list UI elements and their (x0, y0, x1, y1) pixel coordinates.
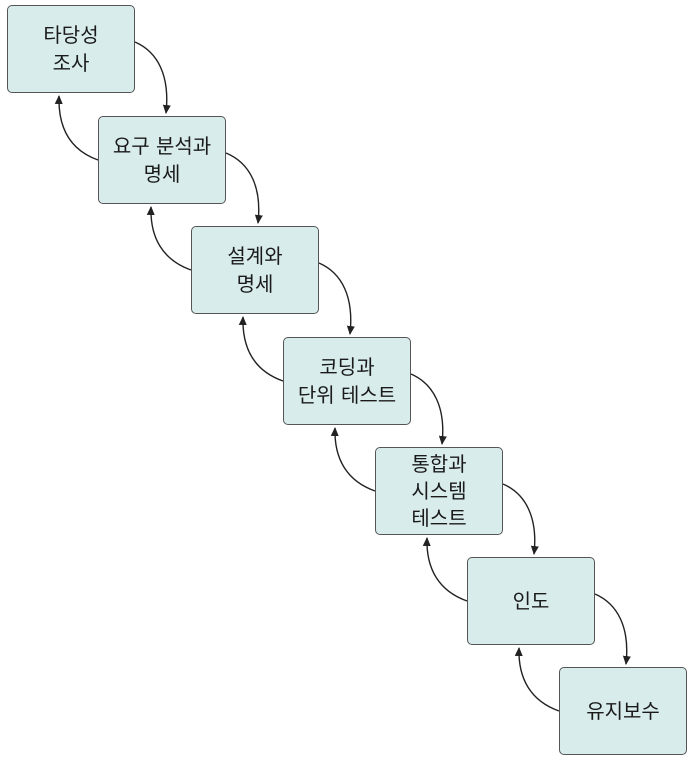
stage-label: 조사 (52, 51, 90, 75)
forward-arrow-6 (594, 593, 631, 665)
stage-label: 명세 (143, 162, 181, 186)
feedback-arrow-1 (54, 95, 99, 161)
forward-arrow-4 (410, 373, 447, 445)
stage-label: 타당성 (43, 23, 99, 47)
stage-coding-unit-test: 코딩과 단위 테스트 (283, 337, 411, 425)
feedback-arrow-3 (238, 316, 284, 382)
stage-maintenance: 유지보수 (559, 667, 687, 755)
forward-arrow-2 (225, 152, 263, 224)
stage-label: 유지보수 (586, 699, 660, 723)
forward-arrow-3 (318, 262, 355, 335)
feedback-arrow-5 (422, 537, 468, 602)
stage-design-specification: 설계와 명세 (191, 226, 319, 314)
feedback-arrow-6 (514, 647, 560, 712)
stage-label: 코딩과 (319, 355, 375, 379)
stage-label: 시스템 (411, 478, 467, 503)
stage-label: 요구 분석과 (112, 134, 212, 158)
feedback-arrow-2 (146, 206, 192, 271)
feedback-arrow-4 (330, 427, 376, 492)
stage-label: 명세 (236, 272, 274, 296)
stage-feasibility-study: 타당성 조사 (7, 5, 135, 93)
stage-label: 설계와 (227, 244, 283, 268)
stage-label: 테스트 (411, 505, 467, 530)
stage-label: 통합과 (411, 451, 467, 476)
forward-arrow-5 (502, 483, 539, 555)
stage-delivery: 인도 (467, 557, 595, 645)
stage-requirements-analysis: 요구 분석과 명세 (98, 116, 226, 204)
stage-label: 단위 테스트 (297, 383, 397, 407)
stage-label: 인도 (512, 589, 550, 613)
forward-arrow-1 (134, 41, 171, 114)
stage-integration-system-test: 통합과 시스템 테스트 (375, 447, 503, 535)
